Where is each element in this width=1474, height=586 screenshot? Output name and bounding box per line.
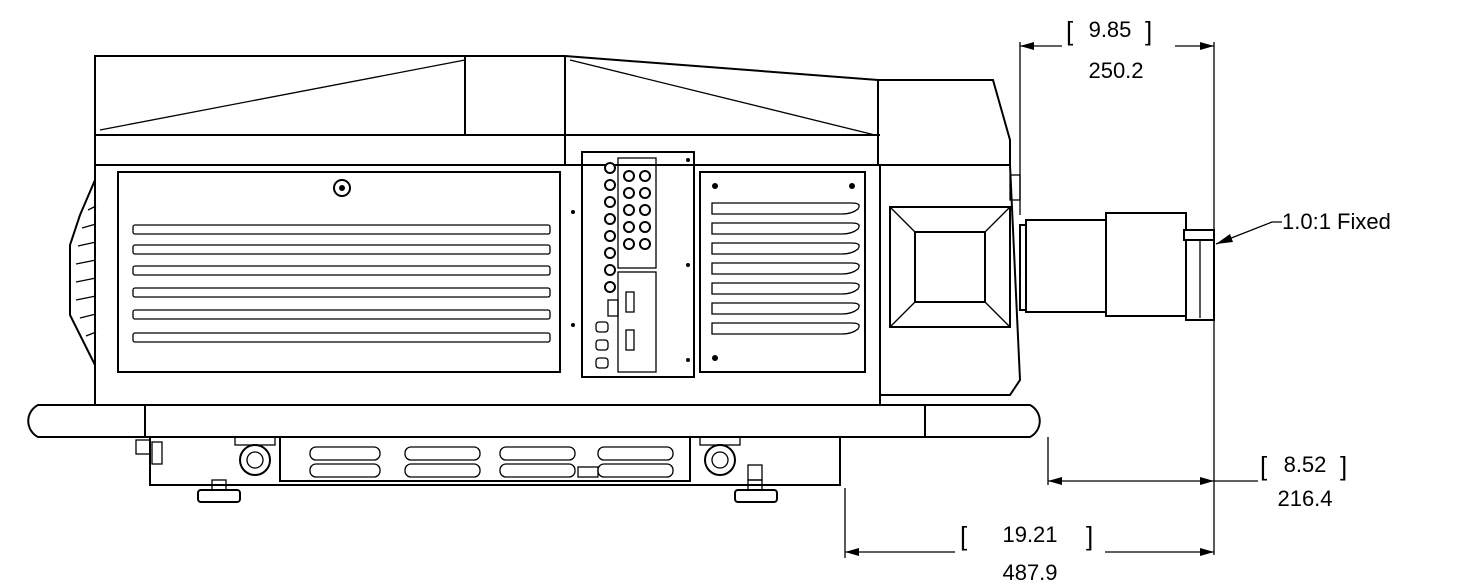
projector-body	[69, 55, 1022, 406]
lens-extension-bracket-right: ]	[1145, 16, 1152, 46]
rear-vent-ticks	[75, 205, 97, 337]
lens-to-foot-inches: 8.52	[1284, 452, 1327, 477]
lens-extension-inches: 9.85	[1089, 17, 1132, 42]
left-vent-panel	[117, 171, 561, 373]
front-intake-grille	[889, 206, 1011, 328]
lens-extension-mm: 250.2	[1088, 58, 1143, 83]
lens-to-foot-mm: 216.4	[1277, 486, 1332, 511]
base-wheels	[234, 436, 741, 476]
base-vent-slots	[309, 446, 674, 478]
dimension-overall-to-foot: [ ] 19.21 487.9	[844, 488, 1214, 585]
dimension-lens-to-foot: [ ] 8.52 216.4	[1047, 437, 1347, 511]
base-rail	[27, 404, 1041, 486]
lens-callout: 1.0:1 Fixed	[1215, 209, 1391, 245]
dsub-ports	[595, 291, 635, 369]
io-connector-panel	[571, 151, 695, 378]
lens-to-foot-bracket-left: [	[1260, 451, 1268, 481]
projection-lens	[1019, 212, 1215, 321]
dimension-lens-extension: [ ] 9.85 250.2	[1019, 16, 1215, 555]
bnc-connectors	[604, 162, 651, 293]
leveling-feet	[197, 464, 778, 503]
overall-to-foot-inches: 19.21	[1002, 522, 1057, 547]
right-vent-panel	[699, 171, 866, 373]
lens-extension-bracket-left: [	[1066, 16, 1074, 46]
overall-to-foot-mm: 487.9	[1002, 560, 1057, 585]
lens-to-foot-bracket-right: ]	[1340, 451, 1347, 481]
lens-callout-label: 1.0:1 Fixed	[1282, 209, 1391, 234]
overall-to-foot-bracket-right: ]	[1086, 521, 1093, 551]
overall-to-foot-bracket-left: [	[960, 521, 968, 551]
